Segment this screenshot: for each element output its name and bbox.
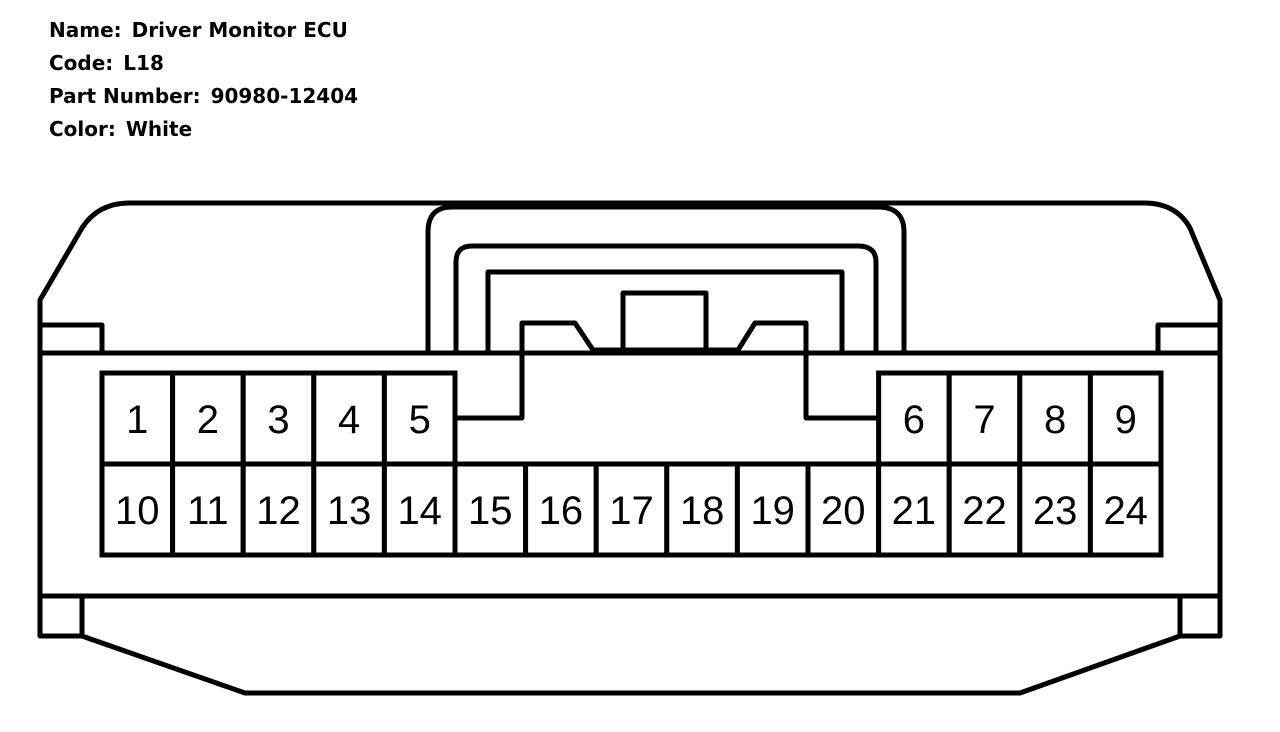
part-number-value: 90980-12404 (210, 84, 359, 108)
pin-cell-15 (452, 461, 529, 558)
name-label: Name: (49, 18, 122, 42)
pin-label-6: 6 (903, 398, 925, 442)
lock-window (485, 269, 845, 356)
lock-latch (453, 320, 879, 421)
pin-cell-20 (805, 461, 882, 558)
pin-label-19: 19 (750, 489, 795, 533)
pin-cell-17 (593, 461, 670, 558)
color-row: Color: White (49, 113, 358, 146)
code-row: Code: L18 (49, 47, 358, 80)
pin-cell-4 (311, 370, 387, 467)
pin-label-10: 10 (115, 489, 160, 533)
pin-label-11: 11 (187, 489, 229, 533)
pin-cell-23 (1017, 461, 1093, 558)
pin-label-20: 20 (821, 489, 866, 533)
color-label: Color: (49, 117, 116, 141)
lock-inner (453, 243, 879, 356)
pin-label-13: 13 (327, 489, 372, 533)
pin-cell-19 (734, 461, 811, 558)
pin-label-17: 17 (609, 489, 654, 533)
pin-label-21: 21 (892, 489, 937, 533)
pin-cell-2 (170, 370, 246, 467)
pin-label-15: 15 (468, 489, 513, 533)
name-value: Driver Monitor ECU (131, 18, 348, 42)
pin-label-5: 5 (409, 398, 431, 442)
pin-cell-10 (99, 461, 176, 558)
right-guide-notch (1155, 322, 1223, 356)
pin-cell-13 (311, 461, 387, 558)
pin-label-24: 24 (1103, 489, 1148, 533)
pin-label-4: 4 (338, 398, 360, 442)
pin-label-1: 1 (126, 398, 148, 442)
pin-cell-8 (1017, 370, 1093, 467)
pin-label-9: 9 (1115, 398, 1137, 442)
pin-label-3: 3 (267, 398, 289, 442)
pin-label-18: 18 (680, 489, 725, 533)
color-value: White (125, 117, 193, 141)
pin-cell-16 (523, 461, 599, 558)
connector-info: Name: Driver Monitor ECU Code: L18 Part Nu… (49, 14, 358, 146)
pin-cell-12 (240, 461, 317, 558)
pin-label-14: 14 (397, 489, 442, 533)
pin-label-12: 12 (256, 489, 301, 533)
part-number-row: Part Number: 90980-12404 (49, 80, 358, 113)
pin-label-8: 8 (1044, 398, 1066, 442)
pin-label-23: 23 (1033, 489, 1078, 533)
lock-outer (425, 204, 907, 356)
name-row: Name: Driver Monitor ECU (49, 14, 358, 47)
pin-cell-6 (876, 370, 952, 467)
pin-cell-24 (1087, 461, 1164, 558)
pin-label-22: 22 (962, 489, 1007, 533)
pin-cell-9 (1087, 370, 1164, 467)
pin-label-2: 2 (197, 398, 219, 442)
code-value: L18 (123, 51, 164, 75)
left-guide-notch (37, 322, 105, 356)
pin-label-16: 16 (539, 489, 584, 533)
lock-tab (620, 290, 709, 350)
pin-cell-11 (170, 461, 246, 558)
pin-label-7: 7 (973, 398, 995, 442)
code-label: Code: (49, 51, 114, 75)
part-number-label: Part Number: (49, 84, 201, 108)
